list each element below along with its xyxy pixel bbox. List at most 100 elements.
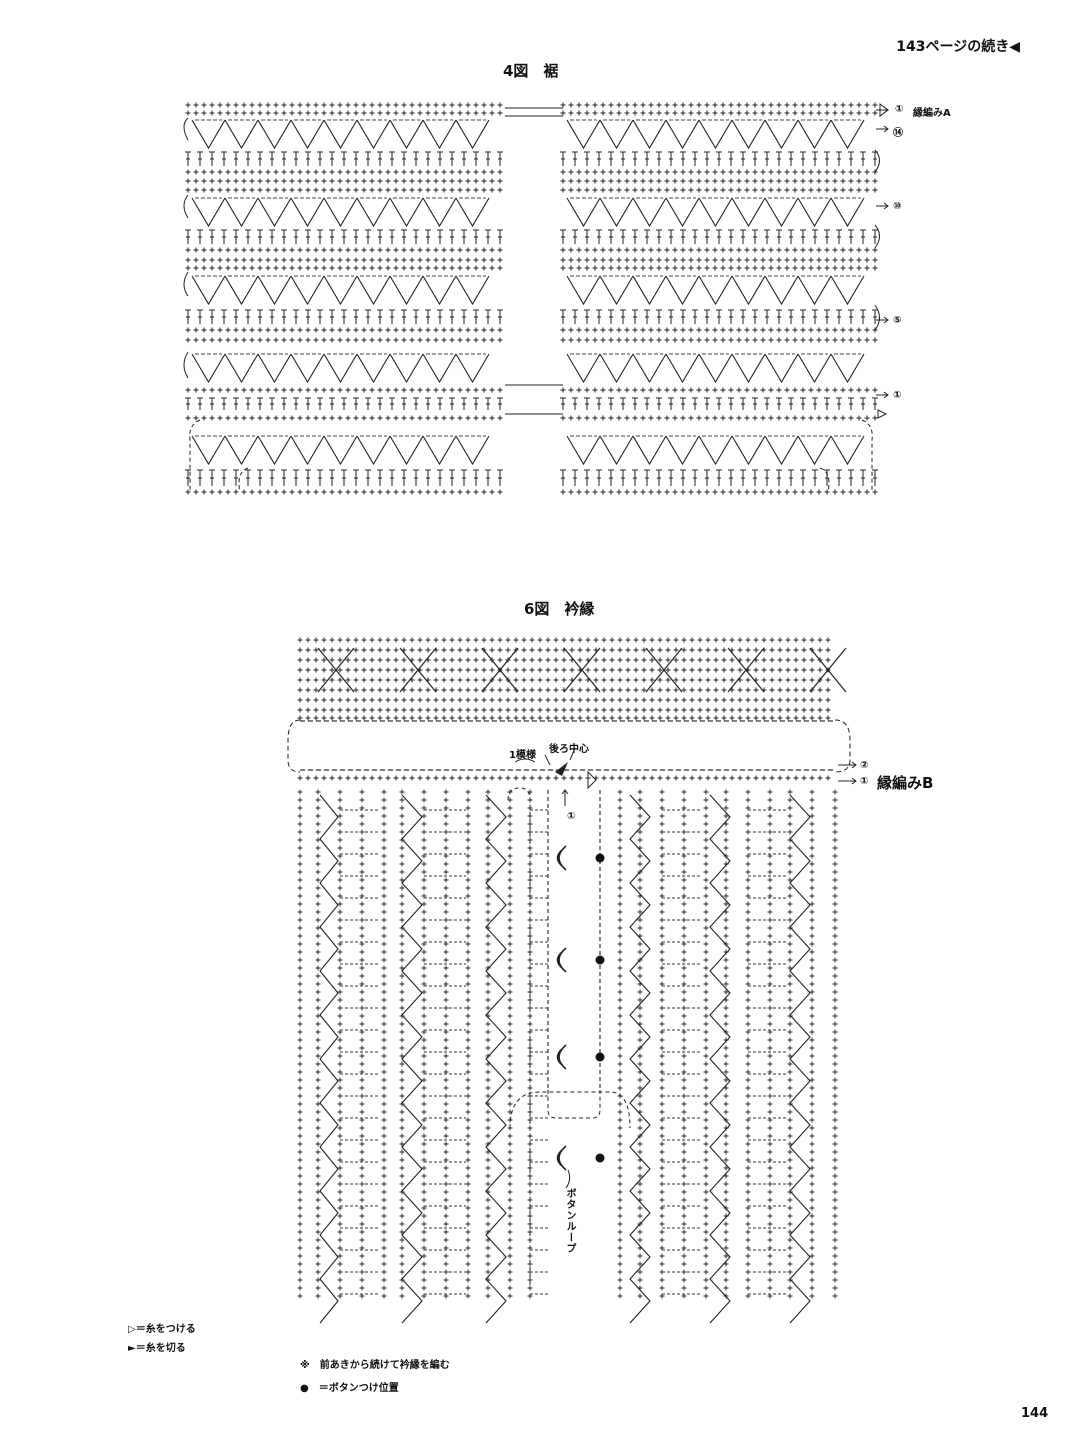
fig4-row-4-0 <box>185 169 503 175</box>
fig4-row-15-0 <box>185 337 503 343</box>
fig4-row-14-0 <box>185 327 503 333</box>
fig6-column-0 <box>297 789 303 1299</box>
fig4-arrow-5 <box>876 316 889 324</box>
fig4-row-9-1 <box>560 247 878 253</box>
fig6-column-14 <box>617 789 623 1299</box>
fig4-attach-yarn-mark <box>879 103 889 117</box>
fig6-pattern-label: 1模様 <box>509 750 536 761</box>
fig6-rungs-4 <box>748 809 786 1295</box>
fig6-column-4 <box>381 789 387 1299</box>
fig6-rungs-0 <box>340 809 380 1295</box>
fig6-rungs-1 <box>424 809 466 1295</box>
fig4-row-7-1 <box>566 197 865 228</box>
fig4-row-17-1 <box>560 387 878 393</box>
button-position-dot-2 <box>595 1052 605 1062</box>
fig6-column-7 <box>443 789 449 1299</box>
fig4-row-9-0 <box>185 247 503 253</box>
button-loop-leader <box>565 1169 571 1189</box>
fig4-row-5-0 <box>185 178 503 184</box>
fig6-zigzag-5 <box>789 794 811 1324</box>
fig6-rungs-3 <box>662 809 702 1295</box>
fig6-cut-yarn-mark <box>555 762 568 776</box>
fig6-top-row-1 <box>297 647 831 653</box>
fig6-attach-yarn-mark <box>587 770 597 790</box>
figure4-chart <box>183 102 889 495</box>
fig4-row-8-1 <box>560 229 878 244</box>
fig6-edge-label: 縁編みB <box>877 774 934 792</box>
fig6-top-v-mark <box>645 647 683 693</box>
figure6-title: 6図 衿縁 <box>524 600 595 618</box>
fig6-column-9 <box>485 789 491 1299</box>
fig4-row-marker-14: ⑭ <box>893 128 903 139</box>
fig6-top-row-0 <box>297 637 831 643</box>
fig4-row-0-0 <box>185 102 503 108</box>
fig4-corner-curves <box>189 419 873 490</box>
fig6-column-18 <box>703 789 709 1299</box>
fig6-top-v-mark <box>727 647 765 693</box>
fig6-top-row-6 <box>297 697 831 703</box>
fig4-row-18-1 <box>560 397 878 410</box>
fig6-top-v-mark <box>563 647 601 693</box>
fig4-row-12-0 <box>191 275 490 306</box>
fig4-row-marker-1: ① <box>895 104 904 115</box>
fig4-row-19-0 <box>185 415 503 421</box>
fig6-row-marker-1: ① <box>860 776 869 787</box>
fig4-inner-corner <box>238 467 830 493</box>
fig4-row-1-0 <box>185 110 503 116</box>
fig4-row-10-0 <box>185 257 503 263</box>
fig6-zigzag-2 <box>485 794 507 1324</box>
fig6-row-marker-2: ② <box>860 760 869 771</box>
figure4-title: 4図 裾 <box>503 62 559 80</box>
fig4-row-3-0 <box>185 151 503 166</box>
fig4-left-turns <box>183 117 189 379</box>
fig6-column-2 <box>337 789 343 1299</box>
fig4-row-15-1 <box>560 337 878 343</box>
fig6-pattern-bracket <box>514 758 536 763</box>
fig6-left-band-edge <box>507 787 531 1290</box>
continued-from-page-note: 143ページの続き◀ <box>896 39 1020 55</box>
fig6-column-8 <box>465 789 471 1299</box>
fig6-column-3 <box>359 789 365 1299</box>
fig6-column-20 <box>745 789 751 1299</box>
fig4-row-21-0 <box>185 469 503 486</box>
note-front-opening: ※ 前あきから続けて衿縁を編む <box>300 1360 450 1371</box>
fig4-row-1-1 <box>560 110 878 116</box>
fig4-row-22-0 <box>185 489 503 495</box>
fig4-row-17-0 <box>185 387 503 393</box>
fig6-lower-plus-row <box>297 775 831 781</box>
fig6-column-16 <box>659 789 665 1299</box>
fig6-left-curve <box>287 719 301 773</box>
fig6-row-arrows <box>838 761 857 785</box>
fig6-back-center-label: 後ろ中心 <box>549 744 589 755</box>
fig6-column-1 <box>315 789 321 1299</box>
fig6-top-v-mark <box>317 647 355 693</box>
fig4-arrow-10 <box>876 202 889 210</box>
fig4-row-marker-5: ⑤ <box>893 315 902 326</box>
fig6-start-marker: ① <box>567 811 576 822</box>
fig6-label-leaders <box>544 747 576 766</box>
fig6-top-row-4 <box>297 677 831 683</box>
fig6-column-10 <box>507 789 513 1299</box>
fig6-column-21 <box>767 789 773 1299</box>
fig4-edge-label: 縁編みA <box>913 108 951 119</box>
fig4-row-12-1 <box>566 275 865 306</box>
fig6-top-v-mark <box>481 647 519 693</box>
button-position-dot-0 <box>595 853 605 863</box>
fig4-row-2-0 <box>191 119 490 150</box>
fig6-top-v-mark <box>399 647 437 693</box>
fig6-zigzag-4 <box>709 794 731 1324</box>
fig4-row-marker-10: ⑩ <box>893 201 902 212</box>
legend-cut-yarn: ►＝糸を切る <box>128 1343 186 1354</box>
fig4-right-turns <box>874 149 880 331</box>
button-loop-2 <box>556 1044 567 1070</box>
fig6-zigzag-0 <box>319 794 339 1324</box>
fig6-right-curve <box>834 719 851 773</box>
fig4-row-marker-1b: ① <box>893 390 902 401</box>
fig4-row-5-1 <box>560 178 878 184</box>
fig6-top-row-7 <box>297 707 831 713</box>
fig4-row-16-0 <box>191 353 490 384</box>
fig4-row-0-1 <box>560 102 878 108</box>
fig4-arrow-1b <box>876 391 889 399</box>
fig6-zigzag-1 <box>401 794 423 1324</box>
